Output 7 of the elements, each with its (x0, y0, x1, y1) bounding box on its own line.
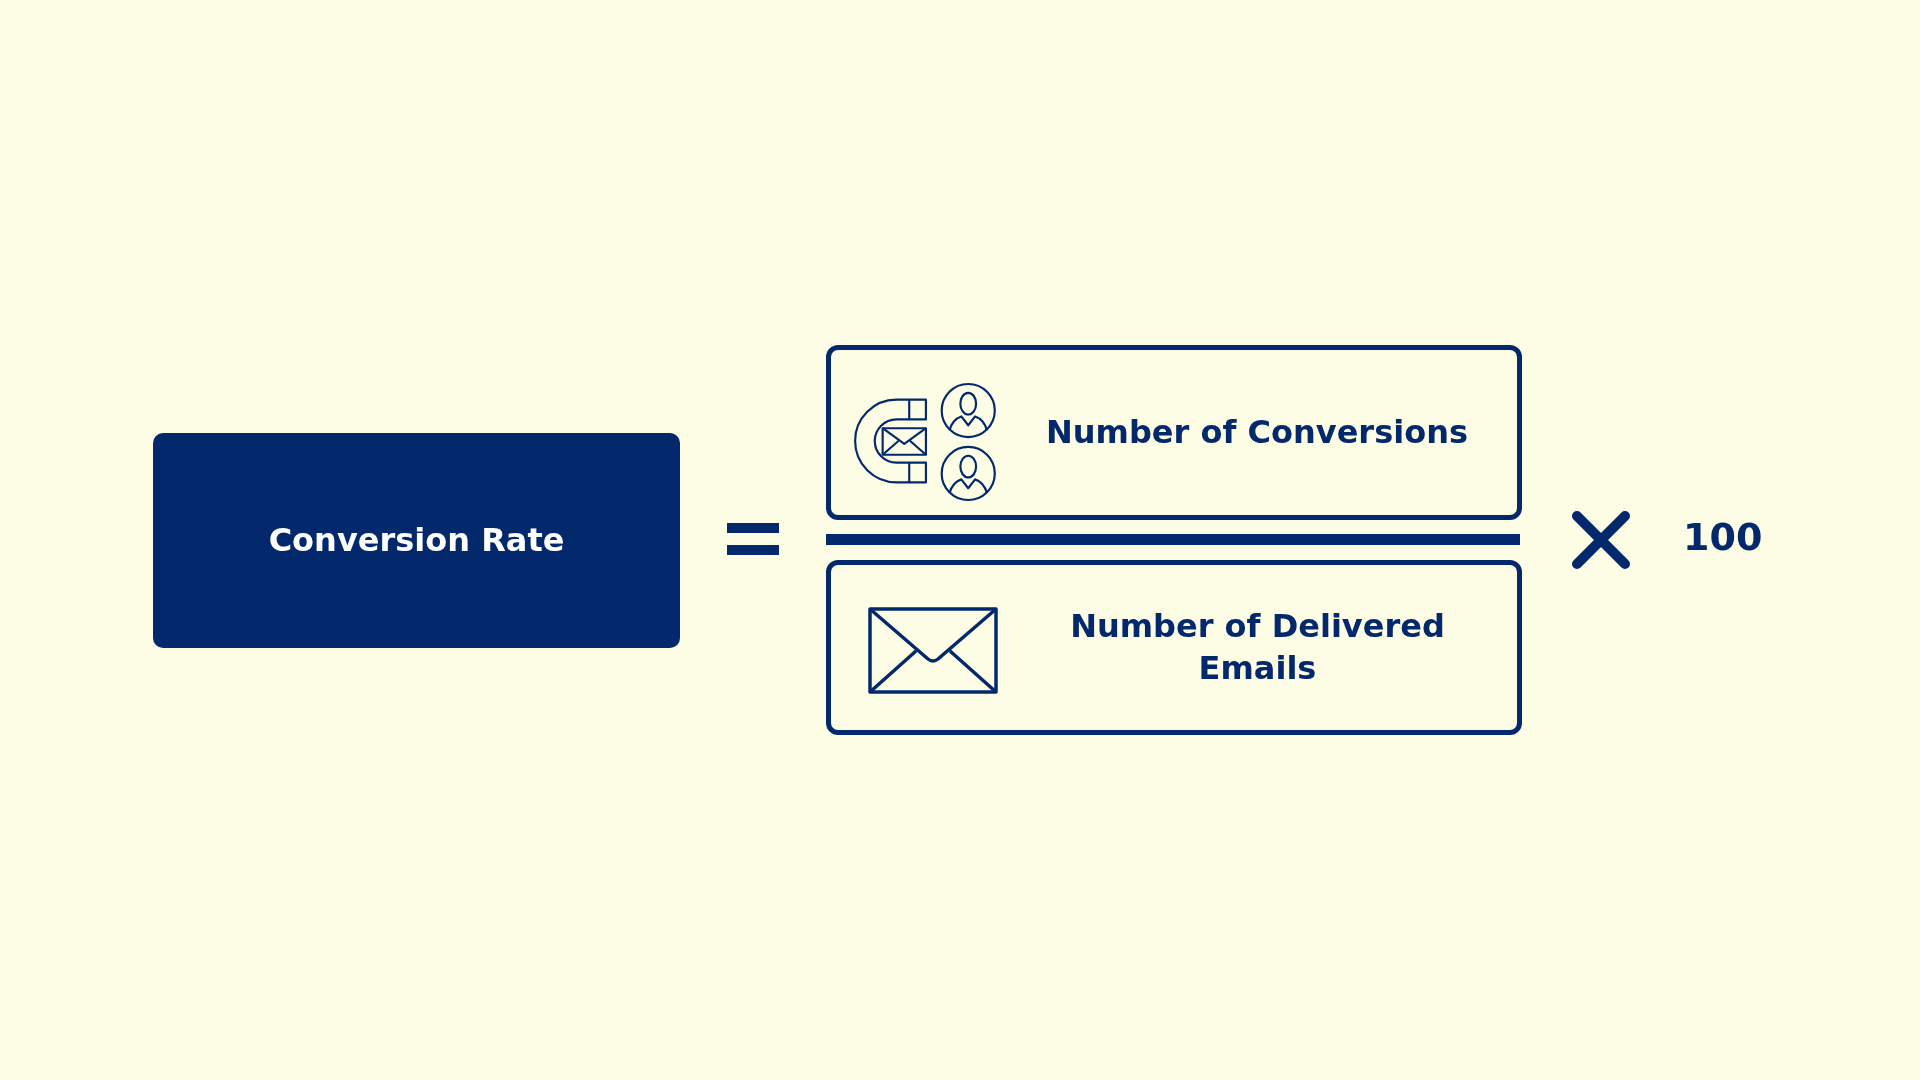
formula-term-box (826, 345, 1522, 520)
formula-term-box (826, 560, 1522, 735)
result-box (153, 433, 680, 648)
term-label: Number of Conversions (1046, 411, 1468, 453)
multiplier-number: 100 (1683, 515, 1763, 561)
term-label: Number of Delivered Emails (1069, 605, 1446, 689)
result-label: Conversion Rate (268, 519, 565, 561)
